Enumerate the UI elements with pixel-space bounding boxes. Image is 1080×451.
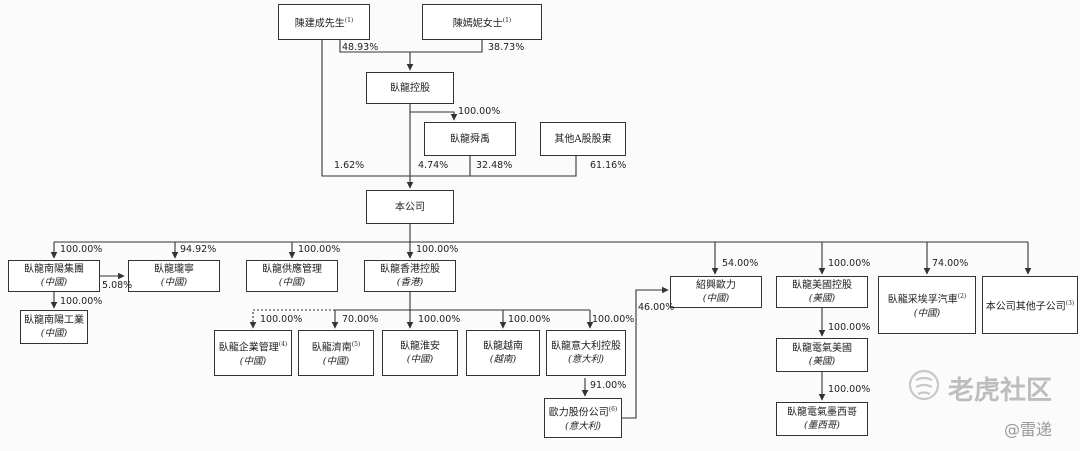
node-company: 本公司 xyxy=(366,190,454,224)
watermark-handle: @雷递 xyxy=(1004,420,1053,439)
node-italy-holding: 臥龍意大利控股 (意大利) xyxy=(546,330,626,376)
pct-supply: 100.00% xyxy=(298,244,341,255)
pct-italy: 100.00% xyxy=(592,314,635,325)
node-electric-mexico: 臥龍電氣墨西哥 (墨西哥) xyxy=(776,402,868,436)
node-nanyang-group: 臥龍南陽集團 (中國) xyxy=(8,260,100,292)
pct-chen-yn-holding: 38.73% xyxy=(488,42,525,53)
line-chen-jc-holding xyxy=(339,40,414,71)
node-ouli-shares: 歐力股份公司(6) (意大利) xyxy=(544,398,622,438)
line-enterprise-dotted xyxy=(249,309,335,329)
node-cai-auto: 臥龍采埃孚汽車(2) (中國) xyxy=(878,276,976,334)
node-huaian: 臥龍淮安 (中國) xyxy=(382,330,458,376)
node-us-holding: 臥龍美國控股 (美國) xyxy=(776,276,868,308)
pct-electric-us: 100.00% xyxy=(828,322,871,333)
pct-holding-company: 4.74% xyxy=(418,160,449,171)
node-enterprise-mgmt: 臥龍企業管理(4) (中國) xyxy=(214,330,292,376)
pct-jinan: 70.00% xyxy=(342,314,379,325)
pct-group-lingji: 5.08% xyxy=(102,280,133,291)
node-shaoxing-ouli: 紹興歐力 (中國) xyxy=(670,276,762,308)
pct-nanyang-industry: 100.00% xyxy=(60,296,103,307)
line-chen-jc-company xyxy=(321,40,410,177)
line-chen-yn-holding xyxy=(410,40,483,53)
pct-us-holding: 100.00% xyxy=(828,258,871,269)
node-jinan: 臥龍濟南(5) (中國) xyxy=(298,330,374,376)
line-ouli-shaoxing xyxy=(622,286,669,419)
pct-holding-shunjun: 100.00% xyxy=(458,106,501,117)
tiger-logo-icon xyxy=(908,369,940,401)
pct-ouli-shares: 91.00% xyxy=(590,380,627,391)
pct-vietnam: 100.00% xyxy=(508,314,551,325)
node-chen-jiancheng: 陳建成先生(1) xyxy=(278,4,370,40)
pct-cai: 74.00% xyxy=(932,258,969,269)
pct-shaoxing-ouli: 46.00% xyxy=(638,302,675,313)
pct-chen-jc-holding: 48.93% xyxy=(342,42,379,53)
node-other-a-shareholders: 其他A股股東 xyxy=(540,122,626,156)
line-holding-shunjun xyxy=(410,111,458,121)
pct-enterprise: 100.00% xyxy=(260,314,303,325)
line-other-company xyxy=(470,156,577,177)
pct-nanyang-group: 100.00% xyxy=(60,244,103,255)
pct-other-company: 61.16% xyxy=(590,160,627,171)
node-electric-us: 臥龍電氣美國 (美國) xyxy=(776,338,868,372)
node-chen-yanni: 陳嫣妮女士(1) xyxy=(422,4,542,40)
node-wolong-lingji: 臥龍瓏寧 (中國) xyxy=(128,260,220,292)
pct-chen-jc-company: 1.62% xyxy=(334,160,365,171)
node-vietnam: 臥龍越南 (越南) xyxy=(466,330,540,376)
pct-hk: 100.00% xyxy=(416,244,459,255)
node-wolong-holding: 臥龍控股 xyxy=(366,72,454,104)
node-other-subsidiaries: 本公司其他子公司(3) xyxy=(982,276,1078,334)
pct-shunjun-company: 32.48% xyxy=(476,160,513,171)
node-supply-chain: 臥龍供應管理 (中國) xyxy=(246,260,338,292)
node-hk-holding: 臥龍香港控股 (香港) xyxy=(364,260,456,292)
pct-huaian: 100.00% xyxy=(418,314,461,325)
pct-shaoxing: 54.00% xyxy=(722,258,759,269)
node-nanyang-industry: 臥龍南陽工業 (中國) xyxy=(20,310,88,344)
pct-lingji: 94.92% xyxy=(180,244,217,255)
pct-mexico: 100.00% xyxy=(828,384,871,395)
node-wolong-shunjun: 臥龍舜禹 xyxy=(424,122,516,156)
watermark-brand: 老虎社区 xyxy=(948,376,1053,406)
